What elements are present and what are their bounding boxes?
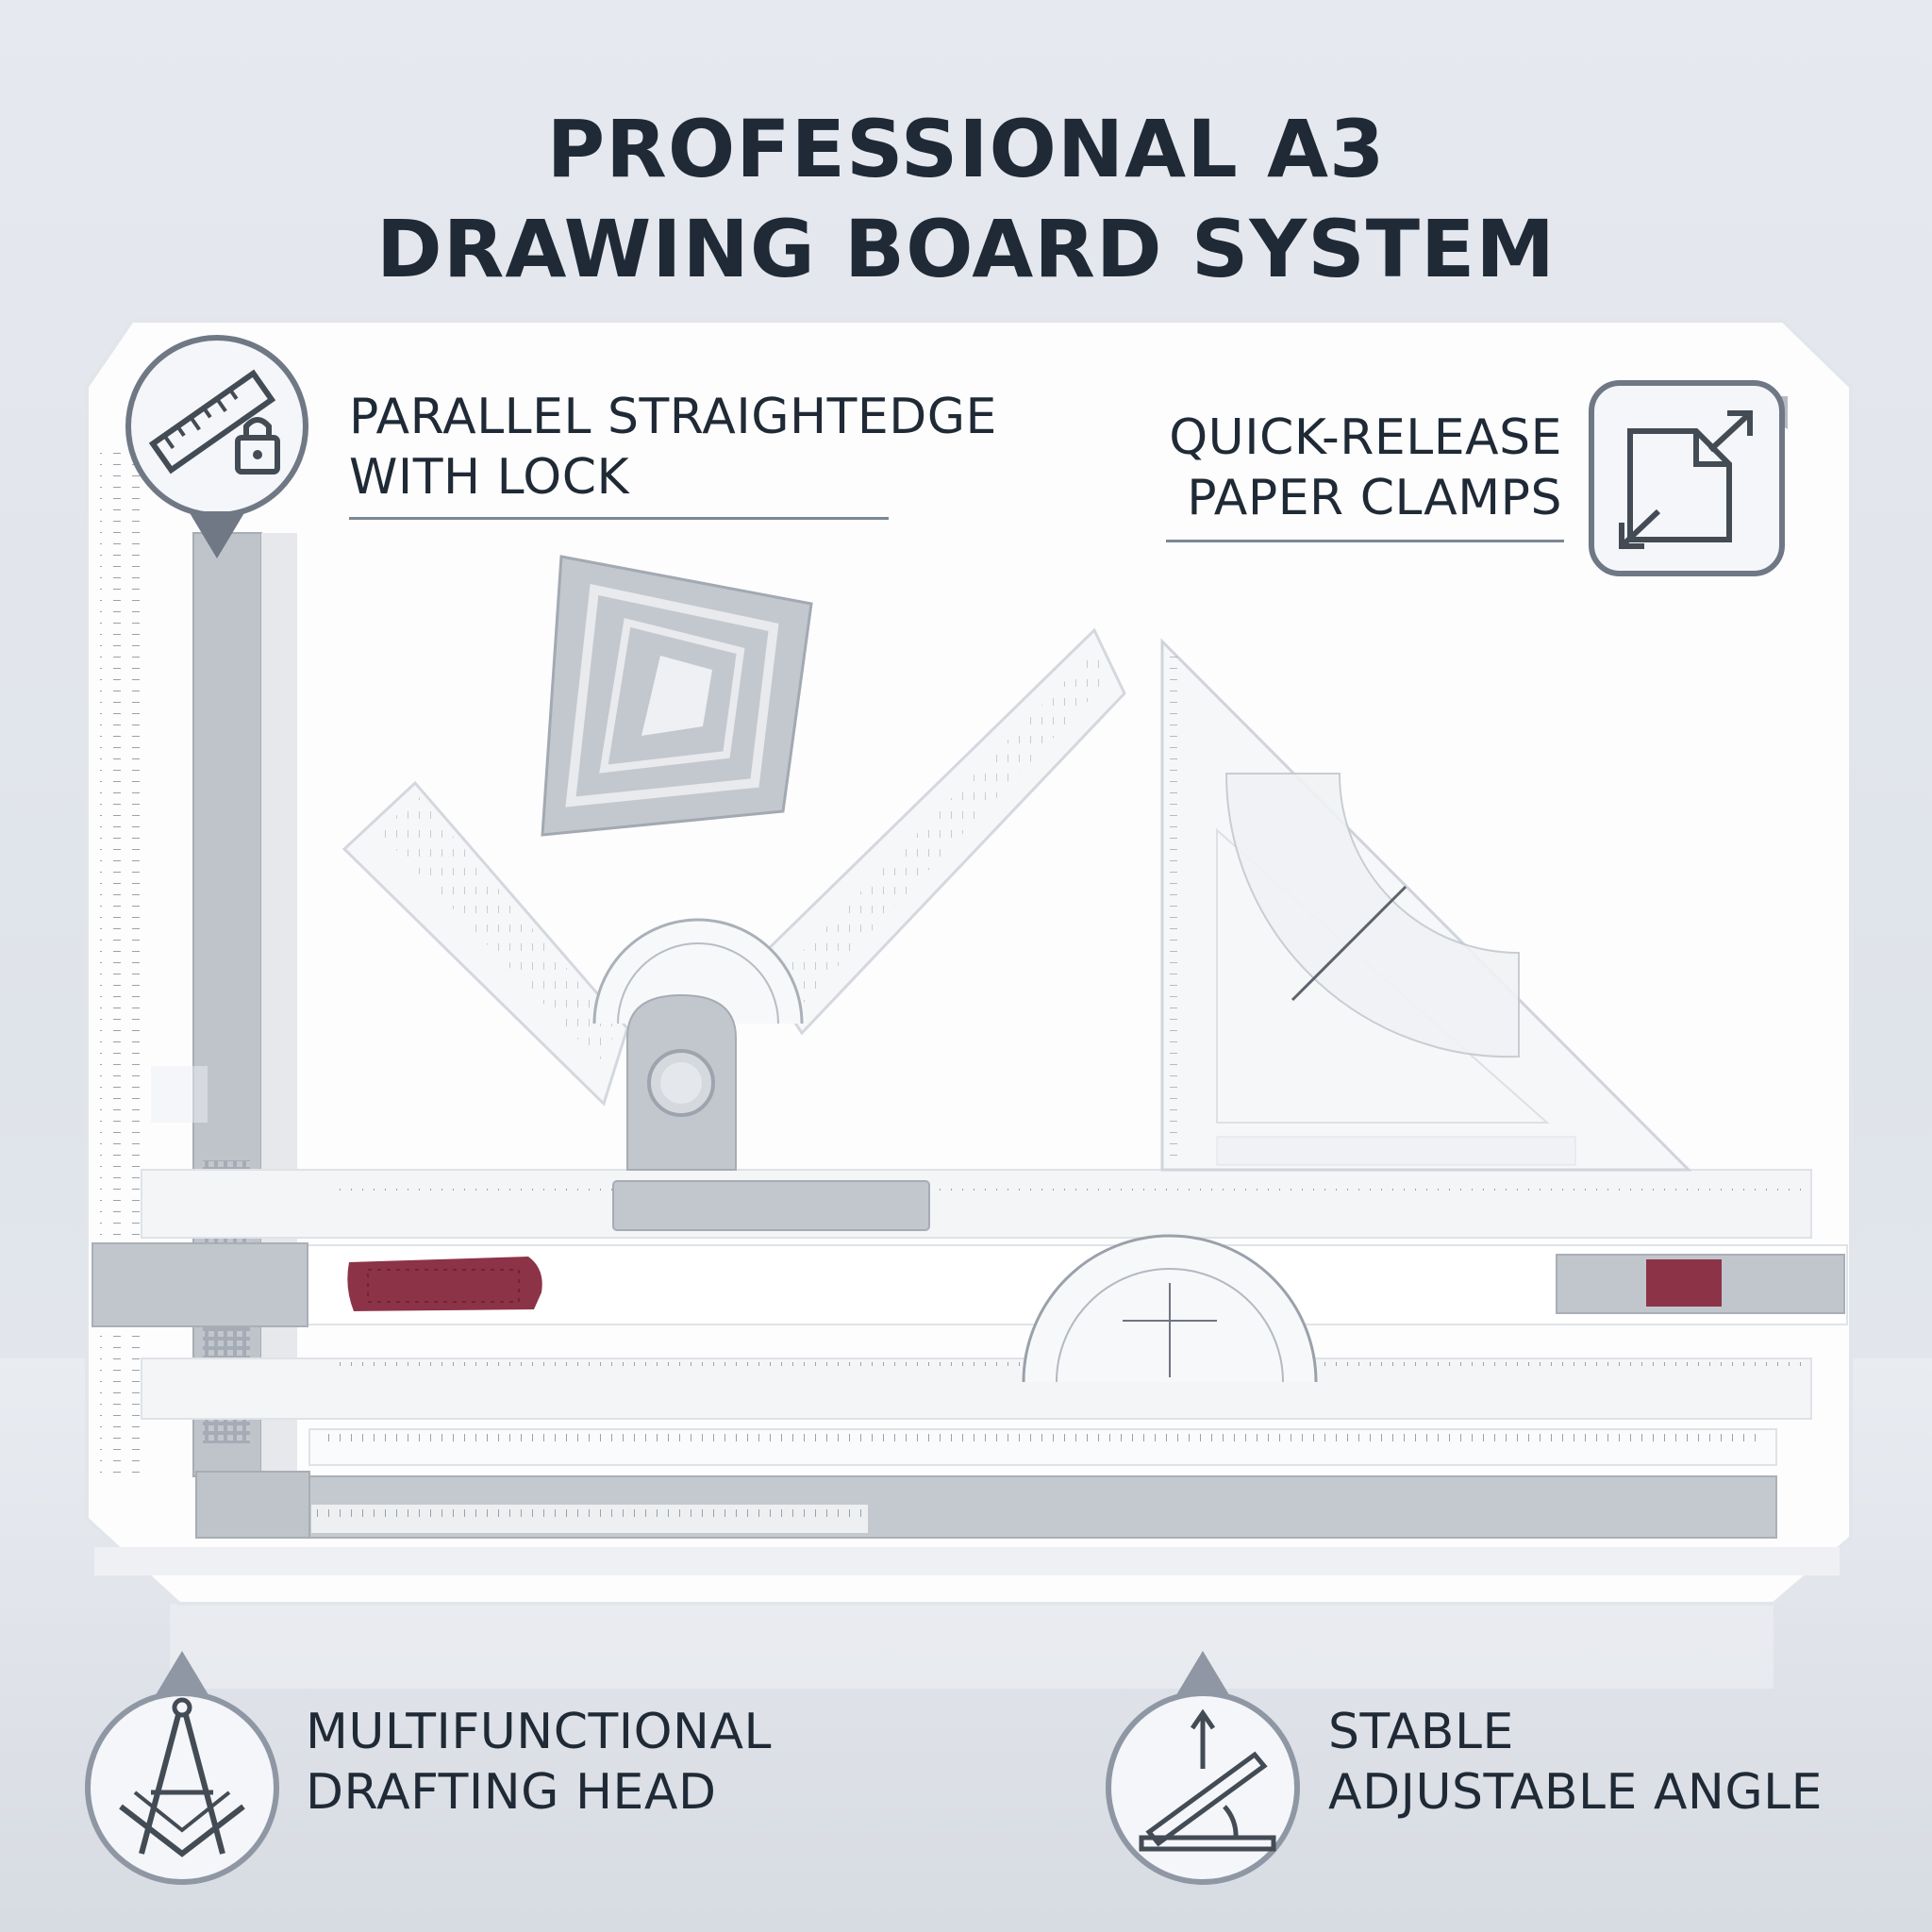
- set-square-protractor: [1224, 773, 1520, 1058]
- feature-adjustable-angle: STABLE ADJUSTABLE ANGLE: [1328, 1702, 1823, 1823]
- right-lock-button: [1646, 1259, 1722, 1307]
- feature-1-underline: [349, 517, 889, 520]
- feature-1-line-1: PARALLEL STRAIGHTEDGE: [349, 389, 997, 445]
- board-reflection: [170, 1604, 1774, 1689]
- title-line-1: PROFESSIONAL A3: [546, 103, 1386, 195]
- feature-2-line-1: QUICK-RELEASE: [1169, 409, 1562, 466]
- feature-3-line-1: MULTIFUNCTIONAL: [306, 1704, 772, 1760]
- tilt-angle-icon: [1106, 1651, 1300, 1885]
- compass-square-icon: [85, 1651, 279, 1885]
- paper-clamp-accessory: [541, 555, 813, 837]
- paper-expand-icon: [1589, 380, 1785, 576]
- feature-2-underline: [1166, 540, 1564, 542]
- feature-2-line-2: PAPER CLAMPS: [1187, 470, 1562, 526]
- page-title: PROFESSIONAL A3 DRAWING BOARD SYSTEM: [0, 99, 1932, 299]
- drafting-head: [341, 627, 1126, 1231]
- feature-1-line-2: WITH LOCK: [349, 449, 630, 506]
- feature-4-line-1: STABLE: [1328, 1704, 1514, 1760]
- feature-quick-release-clamps: QUICK-RELEASE PAPER CLAMPS: [1104, 408, 1562, 528]
- feature-drafting-head: MULTIFUNCTIONAL DRAFTING HEAD: [306, 1702, 772, 1823]
- feature-parallel-straightedge: PARALLEL STRAIGHTEDGE WITH LOCK: [349, 387, 997, 508]
- ruler-lock-icon: [125, 335, 308, 558]
- feature-3-line-2: DRAFTING HEAD: [306, 1764, 717, 1821]
- left-lock-lever: [347, 1257, 542, 1311]
- title-line-2: DRAWING BOARD SYSTEM: [376, 203, 1556, 295]
- left-clamp-block: [92, 1242, 308, 1327]
- feature-4-line-2: ADJUSTABLE ANGLE: [1328, 1764, 1823, 1821]
